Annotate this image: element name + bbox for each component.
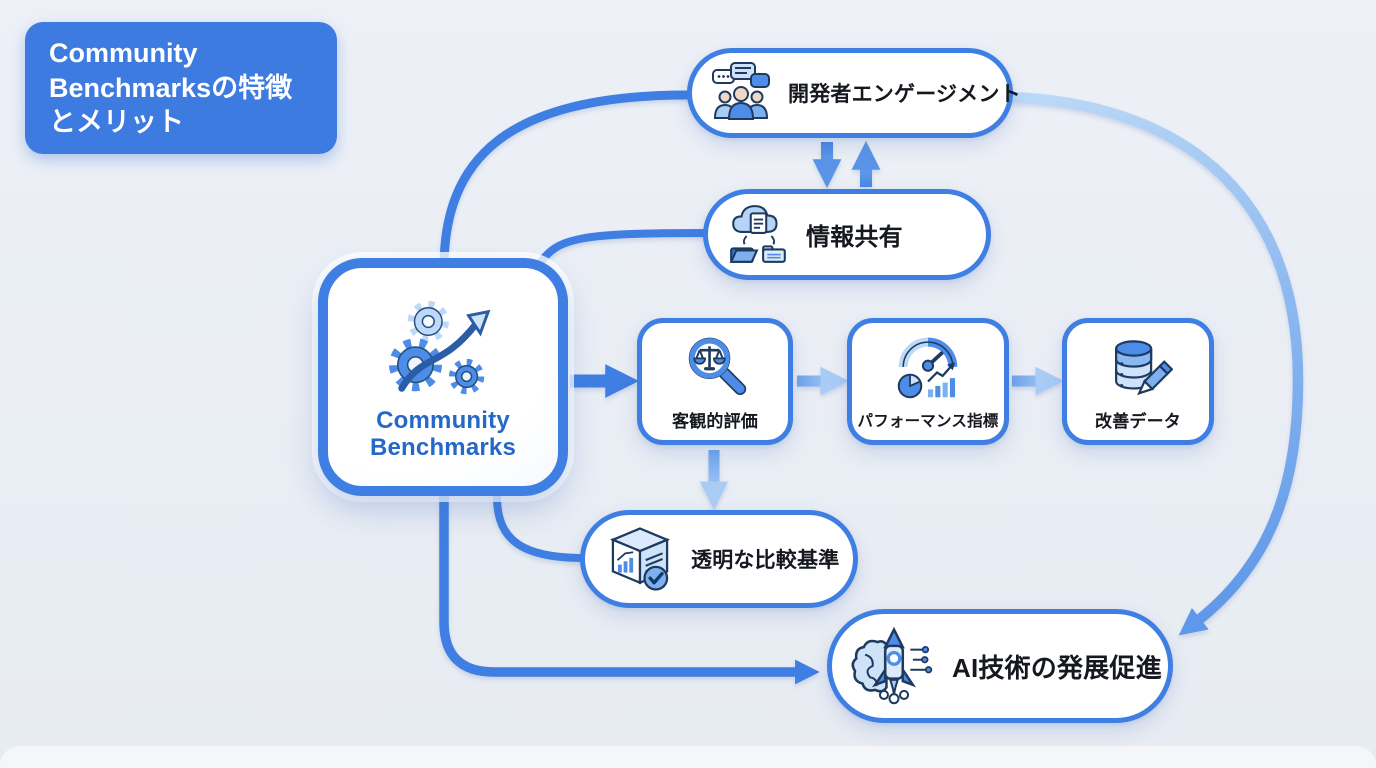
page-title: Community Benchmarksの特徴とメリット (49, 38, 293, 138)
center-node-label: Community Benchmarks (369, 407, 517, 461)
edge-center-to-ai (439, 487, 820, 685)
node-information-sharing: 情報共有 (703, 189, 991, 280)
edge-center-to-information (536, 229, 709, 267)
node-label: パフォーマンス指標 (857, 412, 999, 430)
node-community-benchmarks: Community Benchmarks (318, 258, 568, 496)
node-transparent-criteria: 透明な比較基準 (580, 510, 858, 608)
node-ai-advancement: AI技術の発展促進 (827, 609, 1173, 723)
database-pencil-icon (1103, 331, 1173, 401)
node-developer-engagement: 開発者エンゲージメント (687, 48, 1021, 138)
node-label: 改善データ (1095, 412, 1181, 431)
node-improvement-data: 改善データ (1062, 318, 1214, 445)
people-chat-icon (710, 61, 774, 125)
title-card: Community Benchmarksの特徴とメリット (25, 22, 337, 154)
node-label: 情報共有 (806, 224, 903, 251)
edge-center-to-transparent (493, 493, 588, 562)
edge-center-to-developer (439, 90, 693, 273)
cloud-share-icon (726, 202, 792, 268)
gears-growth-icon (384, 292, 502, 406)
node-label: 透明な比較基準 (691, 549, 840, 572)
node-label: 開発者エンゲージメント (788, 83, 1021, 106)
node-performance-metrics: パフォーマンス指標 (847, 318, 1009, 445)
bottom-edge (0, 746, 1376, 768)
node-objective-evaluation: 客観的評価 (637, 318, 793, 445)
brain-rocket-icon (850, 624, 938, 708)
edge-developer-to-ai (1004, 91, 1304, 636)
node-label: 客観的評価 (672, 412, 758, 431)
magnifier-scales-icon (680, 331, 750, 401)
gauge-charts-icon (892, 333, 964, 403)
node-label: AI技術の発展促進 (952, 652, 1162, 683)
cube-check-icon (603, 524, 677, 594)
